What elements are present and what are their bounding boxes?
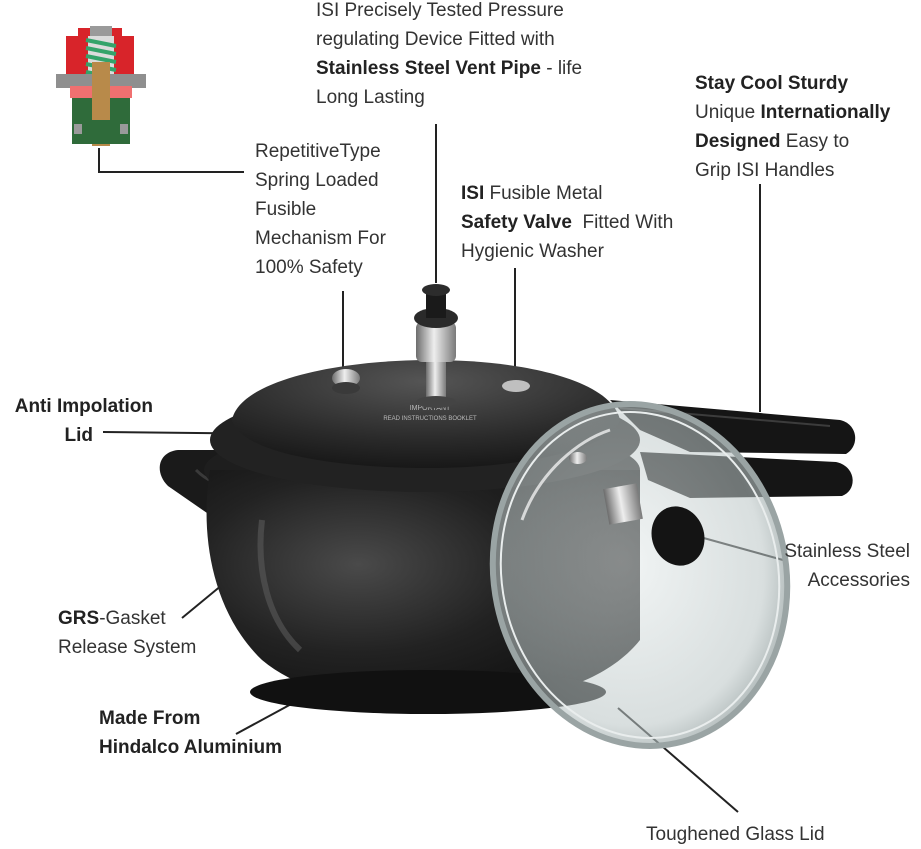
gasket-rest: -Gasket — [99, 608, 166, 629]
label-handles: Stay Cool Sturdy Unique Internationally … — [695, 69, 890, 185]
fusible-line1: RepetitiveType — [255, 141, 381, 162]
glass-lid-line1: Toughened Glass Lid — [646, 824, 825, 845]
lid-line1: Anti Impolation — [0, 392, 153, 421]
lid-line2: Lid — [0, 421, 153, 450]
fusible-line3: Fusible — [255, 199, 317, 220]
lid-marking-line1: IMPORTANT — [410, 405, 451, 412]
label-glass-lid: Toughened Glass Lid — [646, 820, 825, 849]
glass-lid-knob-bracket — [603, 483, 643, 525]
label-accessories: Stainless Steel Accessories — [760, 537, 910, 595]
pressure-regulator — [414, 284, 458, 408]
vent-pipe-rest: - life — [540, 58, 583, 79]
handles-line1: Stay Cool Sturdy — [695, 69, 890, 98]
glass-lid-knob — [651, 506, 705, 566]
handles-bold1: Stay Cool Sturdy — [695, 73, 849, 94]
safety-valve-rest2: Fitted With — [571, 212, 674, 233]
fusible-line2: Spring Loaded — [255, 170, 379, 191]
safety-valve-line1: ISI Fusible Metal — [461, 179, 673, 208]
glass-lid-vent — [569, 452, 587, 464]
safety-valve — [502, 380, 530, 392]
leader-fusible-mechanism — [98, 148, 244, 173]
safety-valve-rest1: Fusible Metal — [484, 183, 603, 204]
label-safety-valve: ISI Fusible Metal Safety Valve Fitted Wi… — [461, 179, 673, 266]
label-vent-pipe: ISI Precisely Tested Pressure regulating… — [316, 0, 582, 112]
handles-line3: Designed Easy to — [695, 127, 890, 156]
lid-marking-line2: READ INSTRUCTIONS BOOKLET — [383, 416, 477, 422]
accessories-line1: Stainless Steel — [784, 541, 910, 562]
handles-line4: Grip ISI Handles — [695, 160, 835, 181]
handles-line2: Unique Internationally — [695, 98, 890, 127]
vent-pipe-bold: Stainless Steel Vent Pipe — [316, 58, 541, 79]
label-aluminium: Made From Hindalco Aluminium — [99, 704, 282, 762]
accessories-line2: Accessories — [807, 570, 910, 591]
handles-pre: Unique — [695, 102, 761, 123]
aluminium-bold1: Made From — [99, 708, 201, 729]
aluminium-bold2: Hindalco Aluminium — [99, 737, 282, 758]
safety-valve-bold1: ISI — [461, 183, 485, 204]
aluminium-line2: Hindalco Aluminium — [99, 733, 282, 762]
fusible-line5: 100% Safety — [255, 257, 363, 278]
vent-pipe-line1: ISI Precisely Tested Pressure — [316, 0, 564, 21]
handles-bold2: Internationally — [760, 102, 891, 123]
lid-bold2: Lid — [64, 425, 94, 446]
vent-pipe-line2: regulating Device Fitted with — [316, 29, 555, 50]
handles-rest3: Easy to — [780, 131, 850, 152]
lid-bold1: Anti Impolation — [14, 396, 153, 417]
safety-valve-line2: Safety Valve Fitted With — [461, 208, 673, 237]
safety-valve-line3: Hygienic Washer — [461, 241, 604, 262]
vent-pipe-line3: Stainless Steel Vent Pipe - life — [316, 54, 582, 83]
label-gasket: GRS-Gasket Release System — [58, 604, 196, 662]
gasket-line1: GRS-Gasket — [58, 604, 196, 633]
glass-lid — [489, 401, 791, 749]
handles-bold3: Designed — [695, 131, 781, 152]
fusible-valve-knob — [332, 369, 360, 394]
label-fusible-mechanism: RepetitiveType Spring Loaded Fusible Mec… — [255, 137, 386, 282]
aluminium-line1: Made From — [99, 704, 282, 733]
vent-pipe-line4: Long Lasting — [316, 87, 425, 108]
fusible-mechanism-cutaway — [56, 26, 146, 146]
safety-valve-bold2: Safety Valve — [461, 212, 572, 233]
label-lid: Anti Impolation Lid — [0, 392, 153, 450]
fusible-line4: Mechanism For — [255, 228, 386, 249]
gasket-bold: GRS — [58, 608, 100, 629]
gasket-line2: Release System — [58, 637, 197, 658]
